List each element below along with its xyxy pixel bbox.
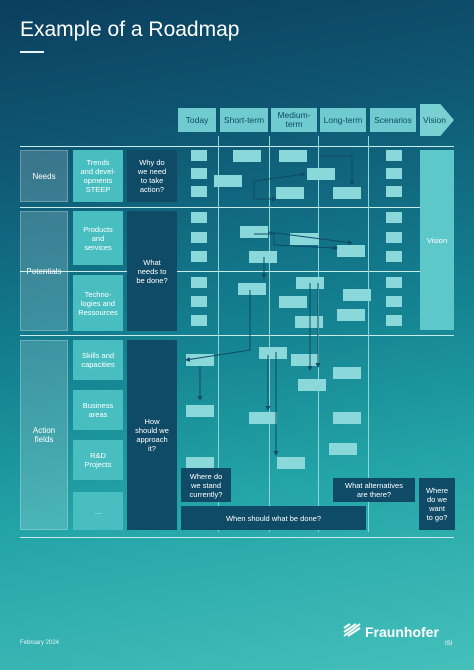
roadmap-item	[307, 168, 335, 180]
roadmap-item	[191, 296, 207, 307]
roadmap-item	[233, 150, 261, 162]
roadmap-item	[333, 187, 361, 199]
question-when: When should what be done?	[181, 506, 366, 530]
roadmap-item	[386, 232, 402, 243]
row-needs: Needs	[20, 150, 68, 202]
roadmap-item	[298, 379, 326, 391]
row-potentials: Potentials	[20, 211, 68, 331]
roadmap-item	[191, 150, 207, 161]
roadmap-item	[386, 150, 402, 161]
roadmap-item	[291, 354, 319, 366]
roadmap-item	[279, 150, 307, 162]
sub-products: Products and services	[73, 211, 123, 265]
question-where-stand: Where do we stand currently?	[181, 468, 231, 502]
roadmap-item	[191, 168, 207, 179]
roadmap-item	[386, 296, 402, 307]
roadmap-item	[249, 412, 277, 424]
column-divider	[368, 136, 369, 532]
header-short-term: Short-term	[220, 108, 268, 132]
row-action-fields: Action fields	[20, 340, 68, 530]
roadmap-item	[259, 347, 287, 359]
title-underline	[20, 51, 44, 53]
sub-skills: Skills and capacities	[73, 340, 123, 380]
roadmap-item	[191, 232, 207, 243]
roadmap-item	[386, 251, 402, 262]
roadmap-item	[191, 251, 207, 262]
column-divider	[269, 136, 270, 532]
header-vision: Vision	[423, 115, 446, 125]
roadmap-item	[240, 226, 268, 238]
roadmap-item	[333, 367, 361, 379]
sub-rnd: R&D Projects	[73, 440, 123, 480]
row-divider	[20, 335, 454, 336]
roadmap-item	[343, 289, 371, 301]
question-alternatives: What alternatives are there?	[333, 478, 415, 502]
sub-more: ...	[73, 492, 123, 530]
fraunhofer-logo-icon	[343, 623, 361, 637]
row-divider	[20, 537, 454, 538]
roadmap-item	[386, 212, 402, 223]
roadmap-item	[386, 277, 402, 288]
roadmap-item	[214, 175, 242, 187]
column-divider	[218, 136, 219, 532]
brand-logo-subtitle: ISI	[445, 641, 453, 647]
roadmap-item	[186, 405, 214, 417]
header-scenarios: Scenarios	[370, 108, 416, 132]
roadmap-item	[191, 277, 207, 288]
header-medium-term: Medium- term	[271, 108, 317, 132]
roadmap-item	[186, 457, 214, 469]
sub-business: Business areas	[73, 390, 123, 430]
brand-logo-text: Fraunhofer	[365, 624, 439, 640]
page-title: Example of a Roadmap	[20, 18, 240, 41]
roadmap-item	[337, 309, 365, 321]
roadmap-item	[333, 412, 361, 424]
vision-block: Vision	[420, 150, 454, 330]
roadmap-item	[329, 443, 357, 455]
roadmap-item	[249, 251, 277, 263]
roadmap-item	[277, 457, 305, 469]
roadmap-item	[386, 168, 402, 179]
roadmap-item	[191, 315, 207, 326]
header-today: Today	[178, 108, 216, 132]
roadmap-item	[191, 186, 207, 197]
roadmap-item	[191, 212, 207, 223]
question-where-go: Where do we want to go?	[419, 478, 455, 530]
sub-trends: Trends and devel- opments STEEP	[73, 150, 123, 202]
roadmap-item	[386, 315, 402, 326]
row-divider	[20, 207, 454, 208]
question-why: Why do we need to take action?	[127, 150, 177, 202]
roadmap-item	[386, 186, 402, 197]
roadmap-item	[238, 283, 266, 295]
footer-date: February 2024	[20, 640, 60, 646]
roadmap-item	[295, 316, 323, 328]
row-divider	[20, 146, 454, 147]
question-what: What needs to be done?	[127, 211, 177, 331]
roadmap-item	[279, 296, 307, 308]
header-long-term: Long-term	[320, 108, 366, 132]
roadmap-item	[276, 187, 304, 199]
roadmap-item	[337, 245, 365, 257]
sub-technologies: Techno- logies and Ressources	[73, 275, 123, 331]
row-divider	[20, 271, 454, 272]
question-how: How should we approach it?	[127, 340, 177, 530]
